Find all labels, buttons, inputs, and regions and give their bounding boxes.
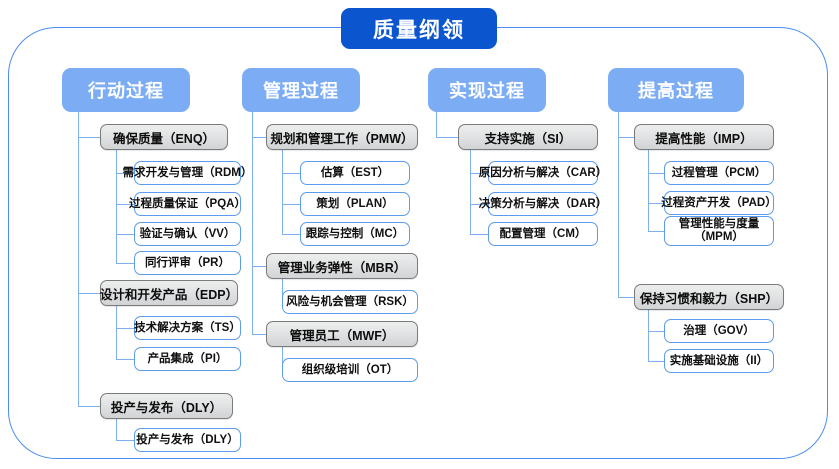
leaf-box-ot[interactable]: 组织级培训（OT） — [282, 358, 418, 382]
connector-stub-col3-g1 — [436, 137, 458, 139]
group-box-pmw[interactable]: 规划和管理工作（PMW） — [266, 124, 418, 150]
leaf-box-pi[interactable]: 产品集成（PI） — [134, 347, 241, 371]
leaf-box-pr[interactable]: 同行评审（PR） — [134, 251, 241, 275]
connector-spine-enq — [116, 150, 118, 264]
leaf-box-dar[interactable]: 决策分析与解决（DAR） — [479, 192, 607, 216]
connector-spine-mbr — [282, 279, 284, 302]
connector-spine-edp — [116, 306, 118, 360]
connector-stub-col1-g3 — [78, 406, 100, 408]
leaf-box-cm[interactable]: 配置管理（CM） — [488, 222, 598, 246]
leaf-box-car[interactable]: 原因分析与解决（CAR） — [479, 161, 607, 185]
group-box-shp[interactable]: 保持习惯和毅力（SHP） — [634, 284, 784, 310]
connector-spine-mwf — [282, 347, 284, 370]
connector-stub-col4-g1 — [618, 137, 634, 139]
group-box-mbr[interactable]: 管理业务弹性（MBR） — [266, 253, 418, 279]
leaf-box-mpm[interactable]: 管理性能与度量 （MPM） — [664, 216, 774, 246]
group-box-imp[interactable]: 提高性能（IMP） — [634, 124, 774, 150]
connector-stub-pmw-2 — [282, 204, 300, 206]
connector-stub-edp-2 — [116, 359, 134, 361]
leaf-box-rsk[interactable]: 风险与机会管理（RSK） — [282, 290, 418, 314]
connector-stub-shp-2 — [648, 361, 664, 363]
connector-stub-enq-3 — [116, 234, 134, 236]
connector-spine-shp — [648, 310, 650, 362]
leaf-box-mc[interactable]: 跟踪与控制（MC） — [300, 222, 410, 246]
connector-spine-imp — [648, 150, 650, 232]
leaf-box-pqa[interactable]: 过程质量保证（PQA） — [129, 192, 246, 216]
leaf-box-gov[interactable]: 治理（GOV） — [664, 319, 774, 343]
leaf-box-plan[interactable]: 策划（PLAN） — [300, 192, 410, 216]
leaf-box-ii[interactable]: 实施基础设施（II） — [664, 349, 774, 373]
diagram-title: 质量纲领 — [341, 8, 497, 49]
leaf-box-rdm[interactable]: 需求开发与管理（RDM） — [123, 161, 252, 185]
connector-stub-shp-1 — [648, 331, 664, 333]
leaf-box-vv[interactable]: 验证与确认（VV） — [134, 222, 241, 246]
connector-spine-col4 — [618, 112, 620, 298]
connector-spine-col3 — [436, 112, 438, 138]
connector-spine-pmw — [282, 150, 284, 235]
connector-spine-col1 — [78, 112, 80, 406]
group-box-edp[interactable]: 设计和开发产品（EDP） — [100, 280, 238, 306]
connector-stub-imp-2 — [648, 203, 664, 205]
connector-stub-enq-2 — [116, 204, 134, 206]
connector-stub-imp-1 — [648, 173, 664, 175]
column-header-implementation-process[interactable]: 实现过程 — [428, 68, 546, 112]
group-box-si[interactable]: 支持实施（SI） — [458, 124, 598, 150]
connector-stub-col1-g2 — [78, 293, 100, 295]
column-header-action-process[interactable]: 行动过程 — [62, 68, 190, 112]
connector-spine-si — [470, 150, 472, 235]
leaf-box-est[interactable]: 估算（EST） — [300, 161, 410, 185]
connector-stub-col2-g1 — [252, 137, 266, 139]
connector-stub-col1-g1 — [78, 137, 100, 139]
connector-stub-col2-g2 — [252, 266, 266, 268]
connector-stub-edp-1 — [116, 328, 134, 330]
column-header-improvement-process[interactable]: 提高过程 — [608, 68, 744, 112]
connector-stub-si-1 — [470, 173, 488, 175]
connector-stub-si-2 — [470, 204, 488, 206]
column-header-management-process[interactable]: 管理过程 — [242, 68, 360, 112]
leaf-box-pad[interactable]: 过程资产开发（PAD） — [661, 191, 777, 215]
leaf-box-ts[interactable]: 技术解决方案（TS） — [134, 316, 241, 340]
connector-spine-col2 — [252, 112, 254, 334]
leaf-box-dly-child[interactable]: 投产与发布（DLY） — [134, 428, 241, 452]
group-box-mwf[interactable]: 管理员工（MWF） — [266, 321, 418, 347]
connector-stub-col4-g2 — [618, 297, 634, 299]
connector-spine-dly — [116, 419, 118, 440]
connector-stub-pmw-3 — [282, 234, 300, 236]
group-box-enq[interactable]: 确保质量（ENQ） — [100, 124, 228, 150]
connector-stub-si-3 — [470, 234, 488, 236]
group-box-dly[interactable]: 投产与发布（DLY） — [100, 393, 233, 419]
connector-stub-col2-g3 — [252, 334, 266, 336]
connector-stub-pmw-1 — [282, 173, 300, 175]
leaf-box-pcm[interactable]: 过程管理（PCM） — [664, 161, 774, 185]
connector-stub-enq-4 — [116, 263, 134, 265]
connector-stub-dly-1 — [116, 440, 134, 442]
connector-stub-enq-1 — [116, 173, 134, 175]
connector-stub-imp-3 — [648, 231, 664, 233]
